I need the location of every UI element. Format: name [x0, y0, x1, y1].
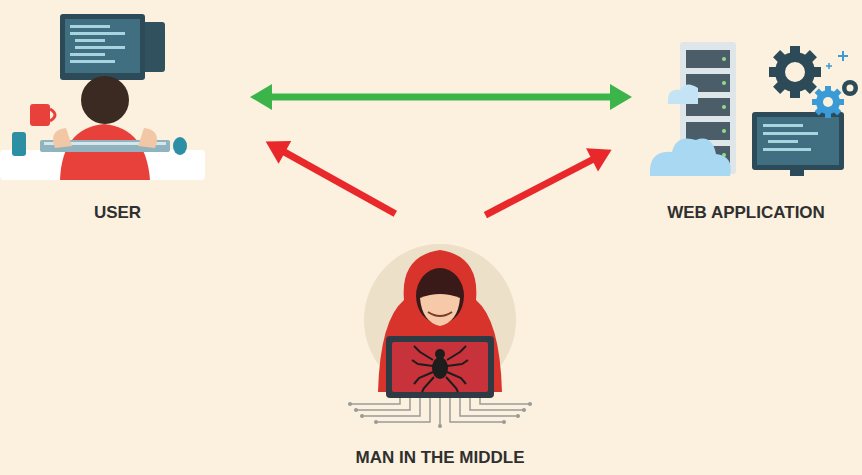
illustration-shape: [763, 148, 811, 151]
illustration-shape: [362, 398, 420, 416]
illustration-shape: [70, 25, 110, 28]
illustration-shape: [768, 140, 798, 143]
illustration-shape: [516, 414, 520, 418]
illustration-shape: [428, 312, 452, 316]
illustration-shape: [70, 60, 115, 63]
illustration-shape: [53, 128, 72, 148]
illustration-shape: [502, 420, 506, 424]
illustration-shape: [70, 53, 105, 56]
illustration-shape: [812, 86, 844, 118]
illustration-shape: [447, 346, 466, 360]
attacker-node: MAN IN THE MIDDLE: [340, 238, 540, 470]
illustration-shape: [763, 132, 818, 135]
illustration-shape: [823, 97, 833, 107]
illustration-shape: [350, 398, 400, 404]
node-label: WEB APPLICATION: [667, 203, 825, 223]
arrow-head: [250, 84, 272, 110]
illustration-shape: [420, 294, 460, 326]
illustration-shape: [173, 137, 187, 155]
illustration-shape: [763, 124, 803, 127]
web-application-node: WEB APPLICATION: [640, 20, 852, 228]
intercept-arrow: [281, 150, 395, 213]
illustration-shape: [847, 85, 854, 92]
illustration-shape: [354, 408, 358, 412]
illustration-shape: [686, 50, 730, 68]
illustration-shape: [722, 57, 726, 61]
illustration-shape: [528, 402, 532, 406]
illustration-shape: [386, 336, 494, 398]
illustration-shape: [439, 398, 441, 426]
illustration-shape: [414, 346, 433, 360]
illustration-shape: [75, 39, 105, 42]
illustration-shape: [75, 46, 125, 49]
illustration-shape: [438, 424, 442, 428]
illustration-shape: [668, 84, 698, 104]
web-application-illustration: [650, 42, 858, 176]
illustration-shape: [842, 80, 858, 96]
illustration-shape: [522, 408, 526, 412]
illustration-shape: [460, 398, 518, 416]
illustration-shape: [376, 398, 430, 422]
user-node: USER: [20, 15, 215, 228]
user-illustration: [0, 14, 205, 180]
illustration-shape: [785, 62, 805, 82]
illustration-shape: [650, 139, 731, 177]
illustration-shape: [412, 360, 433, 366]
illustration-shape: [12, 132, 26, 156]
illustration-shape: [138, 128, 157, 148]
illustration-shape: [757, 117, 839, 165]
illustration-shape: [50, 109, 55, 121]
illustration-shape: [722, 129, 726, 133]
arrow-head: [266, 141, 292, 164]
illustration-shape: [773, 50, 817, 94]
illustration-shape: [374, 420, 378, 424]
illustration-shape: [60, 14, 145, 80]
illustration-shape: [769, 46, 821, 98]
illustration-shape: [432, 357, 448, 379]
node-label: MAN IN THE MIDDLE: [355, 448, 524, 468]
illustration-shape: [450, 398, 504, 422]
illustration-shape: [752, 112, 844, 170]
illustration-shape: [447, 360, 468, 366]
illustration-shape: [826, 63, 832, 69]
illustration-shape: [412, 346, 468, 392]
illustration-shape: [838, 51, 848, 61]
illustration-shape: [773, 50, 817, 94]
illustration-shape: [815, 89, 842, 116]
illustration-shape: [470, 398, 524, 410]
node-label: USER: [94, 203, 141, 223]
illustration-shape: [30, 104, 50, 126]
illustration-shape: [815, 89, 842, 116]
illustration-shape: [422, 377, 434, 392]
illustration-shape: [65, 19, 140, 73]
illustration-shape: [790, 170, 804, 176]
arrow-head: [586, 148, 612, 171]
arrow-head: [610, 84, 632, 110]
illustration-shape: [360, 414, 364, 418]
illustration-shape: [350, 398, 530, 426]
illustration-shape: [480, 398, 530, 404]
illustration-shape: [81, 76, 129, 124]
illustration-shape: [378, 250, 502, 392]
illustration-shape: [348, 402, 532, 428]
illustration-shape: [722, 81, 726, 85]
illustration-shape: [722, 105, 726, 109]
illustration-shape: [392, 342, 488, 392]
illustration-shape: [356, 398, 410, 410]
attacker-illustration: [348, 244, 532, 428]
illustration-shape: [348, 402, 352, 406]
intercept-arrow: [485, 158, 595, 215]
illustration-shape: [446, 377, 458, 392]
traffic-arrow: [268, 93, 614, 100]
illustration-shape: [70, 32, 125, 35]
illustration-shape: [686, 122, 730, 140]
illustration-shape: [435, 349, 445, 359]
